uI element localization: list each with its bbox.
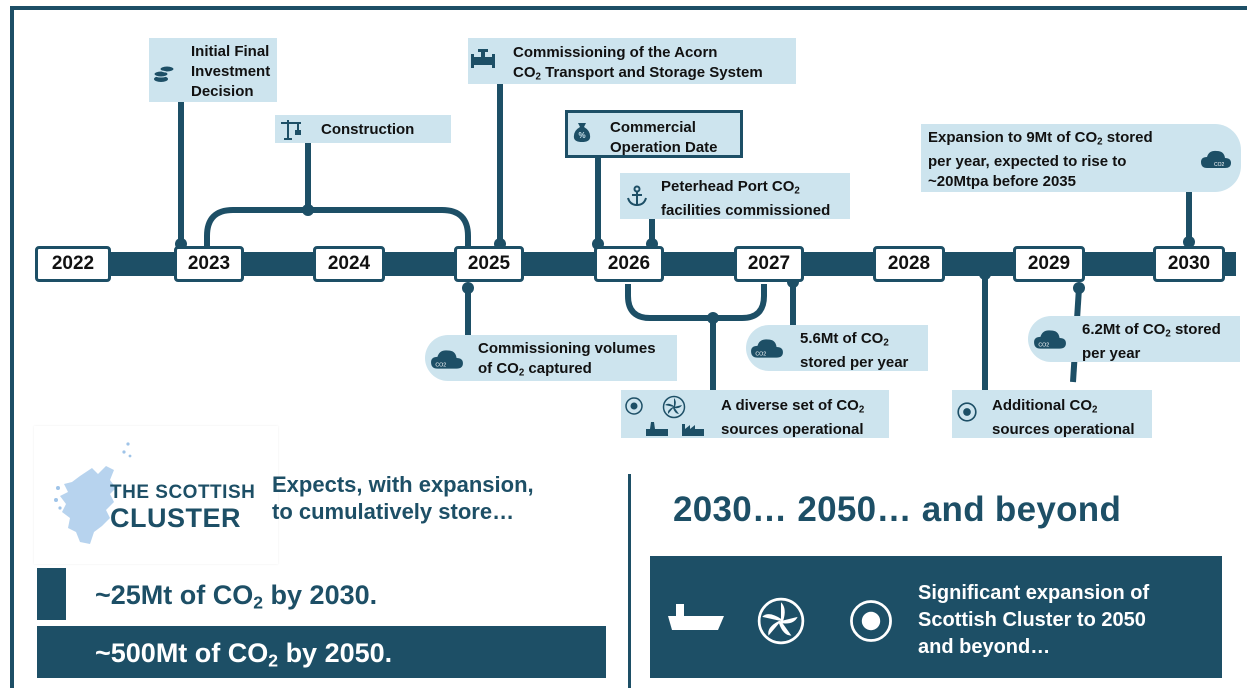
- milestone-captured-line2: of CO2 captured: [478, 360, 592, 379]
- cluster-logo-panel: THE SCOTTISH CLUSTER: [34, 426, 278, 564]
- svg-text:%: %: [578, 131, 585, 140]
- milestone-fid: Initial Final Investment Decision: [149, 38, 277, 102]
- target-icon: [957, 402, 977, 422]
- cluster-expects-text: Expects, with expansion, to cumulatively…: [272, 471, 534, 525]
- year-2028: 2028: [873, 246, 945, 282]
- milestone-peterhead: Peterhead Port CO2 facilities commission…: [620, 173, 850, 219]
- milestone-captured-line1: Commissioning volumes: [478, 340, 656, 357]
- future-line1: Significant expansion of: [918, 582, 1150, 604]
- section-divider: [628, 474, 631, 688]
- milestone-expansion-line3: ~20Mtpa before 2035: [928, 173, 1076, 191]
- year-2023: 2023: [174, 246, 244, 282]
- svg-text:CO2: CO2: [435, 362, 446, 368]
- milestone-cod-label: Commercial Operation Date: [610, 119, 718, 156]
- frame-top-border: [14, 6, 1247, 10]
- cluster-logo-line2: CLUSTER: [110, 503, 241, 533]
- future-panel: Significant expansion of Scottish Cluste…: [650, 556, 1222, 678]
- milestone-stored62-line2: per year: [1082, 345, 1141, 363]
- turbine-icon: [757, 597, 805, 645]
- co2-cloud-icon: CO2: [1201, 150, 1231, 168]
- co2-cloud-icon: CO2: [1034, 330, 1066, 349]
- milestone-stored56-line1: 5.6Mt of CO2: [800, 330, 889, 349]
- milestone-stored56-line2: stored per year: [800, 354, 909, 372]
- milestone-additional-line2: sources operational: [992, 421, 1135, 439]
- year-2029: 2029: [1013, 246, 1085, 282]
- ship-icon: [668, 604, 724, 630]
- milestone-fid-label: Initial Final Investment Decision: [191, 43, 271, 100]
- factory-icon: [682, 424, 704, 436]
- milestone-cod: Commercial Operation Date: [565, 110, 743, 158]
- milestone-acorn-line1: Commissioning of the Acorn: [513, 44, 718, 61]
- crane-icon: [281, 120, 301, 140]
- target-icon: [625, 397, 643, 415]
- year-2027: 2027: [734, 246, 804, 282]
- stat-2050-text: ~500Mt of CO2 by 2050.: [95, 638, 393, 671]
- year-2030: 2030: [1153, 246, 1225, 282]
- cluster-logo-line1: THE SCOTTISH: [110, 482, 256, 503]
- year-2026: 2026: [594, 246, 664, 282]
- milestone-captured: Commissioning volumes of CO2 captured: [425, 335, 677, 381]
- year-2024: 2024: [313, 246, 385, 282]
- milestone-expansion-line2: per year, expected to rise to: [928, 153, 1127, 171]
- milestone-diverse-line2: sources operational: [721, 421, 864, 439]
- future-title: 2030… 2050… and beyond: [673, 490, 1122, 529]
- stat-bar-2030-marker: [37, 568, 66, 620]
- milestone-stored62-line1: 6.2Mt of CO2 stored: [1082, 321, 1221, 340]
- coins-icon: [153, 65, 175, 82]
- milestone-acorn: Commissioning of the Acorn CO2 Transport…: [468, 38, 796, 84]
- milestone-additional-sources: Additional CO2 sources operational: [952, 390, 1152, 438]
- stat-bar-2050: [37, 626, 606, 678]
- future-line2: Scottish Cluster to 2050: [918, 609, 1146, 631]
- future-text: Significant expansion of Scottish Cluste…: [918, 580, 1149, 661]
- milestone-peterhead-line2: facilities commissioned: [661, 202, 831, 220]
- milestone-peterhead-line1: Peterhead Port CO2: [661, 178, 800, 197]
- milestone-expansion-9mt: Expansion to 9Mt of CO2 stored per year,…: [921, 124, 1241, 192]
- svg-text:CO2: CO2: [1038, 342, 1049, 348]
- scotland-map-icon: [54, 442, 132, 544]
- co2-cloud-icon: CO2: [751, 339, 783, 358]
- pipe-icon: [471, 49, 495, 68]
- future-line3: and beyond…: [918, 636, 1051, 658]
- year-2025: 2025: [454, 246, 524, 282]
- expects-line2: to cumulatively store…: [272, 499, 515, 524]
- year-2022: 2022: [35, 246, 111, 282]
- power-plant-icon: [646, 422, 668, 436]
- co2-cloud-icon: CO2: [431, 350, 463, 369]
- milestone-additional-line1: Additional CO2: [992, 397, 1098, 416]
- anchor-icon: [627, 185, 647, 207]
- milestone-construction: Construction: [275, 115, 451, 143]
- milestone-acorn-line2: CO2 Transport and Storage System: [513, 64, 763, 83]
- stat-2030-text: ~25Mt of CO2 by 2030.: [95, 580, 378, 613]
- money-bag-icon: %: [573, 123, 591, 142]
- svg-text:CO2: CO2: [755, 351, 766, 357]
- svg-text:CO2: CO2: [1214, 162, 1225, 168]
- milestone-diverse-line1: A diverse set of CO2: [721, 397, 865, 416]
- expects-line1: Expects, with expansion,: [272, 472, 534, 497]
- milestone-construction-label: Construction: [321, 121, 415, 138]
- milestone-expansion-line1: Expansion to 9Mt of CO2 stored: [928, 129, 1153, 148]
- target-icon: [850, 600, 892, 642]
- frame-left-border: [10, 6, 14, 688]
- turbine-icon: [662, 395, 686, 419]
